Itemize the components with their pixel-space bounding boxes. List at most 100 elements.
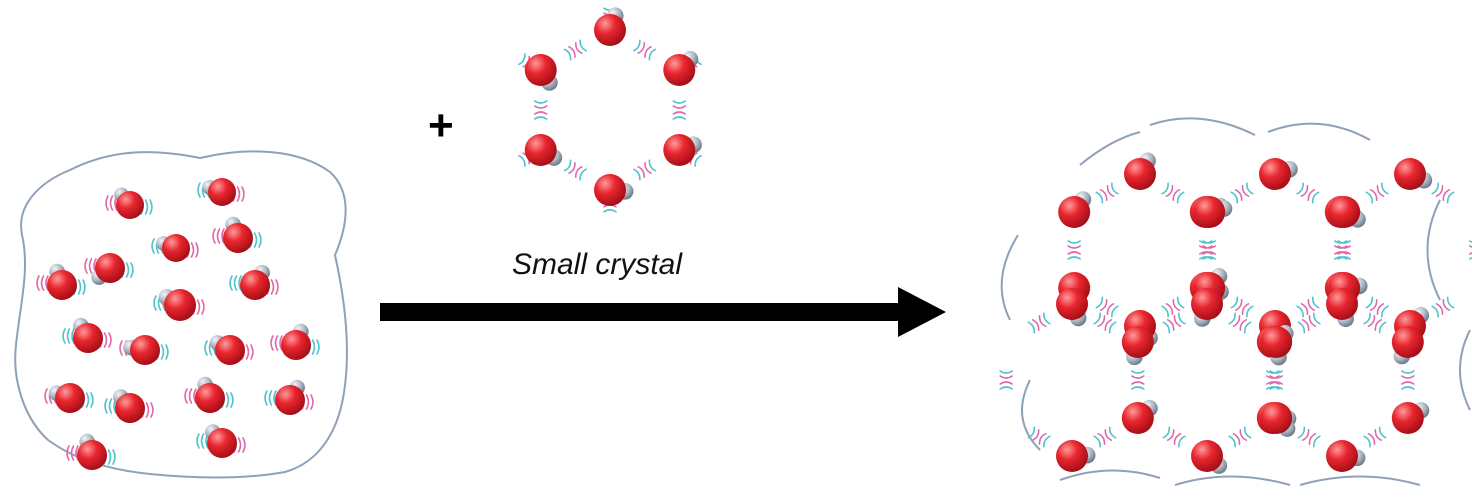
water-molecule <box>73 317 103 353</box>
oxygen-atom <box>1121 326 1154 358</box>
water-molecule <box>205 424 237 458</box>
hydrogen-bond <box>1296 182 1320 204</box>
oxygen-atom <box>1056 440 1088 472</box>
oxygen-atom <box>275 385 305 415</box>
vibration-marks <box>264 390 277 406</box>
water-molecule <box>594 7 626 46</box>
oxygen-atom <box>663 54 696 86</box>
oxygen-atom <box>594 174 626 206</box>
oxygen-atom <box>47 270 77 300</box>
water-molecule <box>1326 440 1366 472</box>
water-molecule <box>1193 196 1233 228</box>
vibration-marks <box>36 275 49 291</box>
hydrogen-bond <box>563 39 587 61</box>
hydrogen-bond <box>1269 370 1283 390</box>
oxygen-atom <box>73 323 103 353</box>
water-molecule <box>1394 158 1433 190</box>
oxygen-atom <box>1328 196 1361 228</box>
oxygen-atom <box>1124 158 1156 190</box>
hydrogen-bond <box>563 159 587 181</box>
water-molecule <box>77 433 107 470</box>
oxygen-atom <box>663 134 696 166</box>
water-molecule <box>1191 288 1223 327</box>
hydrogen-bond <box>999 370 1013 390</box>
water-molecule <box>123 335 160 365</box>
water-molecule <box>195 376 225 413</box>
hydrogen-bond <box>1067 240 1081 260</box>
lattice-boundary-arc <box>1021 379 1041 451</box>
oxygen-atom <box>1391 326 1424 358</box>
hydrogen-bond <box>633 39 657 61</box>
hydrogen-bond <box>1363 426 1387 448</box>
oxygen-atom <box>1260 326 1293 358</box>
water-molecule <box>113 389 145 423</box>
water-molecule <box>1326 288 1358 328</box>
hydrogen-bond <box>533 100 548 120</box>
oxygen-atom <box>1191 440 1223 472</box>
hydrogen-bond <box>1365 182 1389 204</box>
oxygen-atom <box>207 428 237 458</box>
hydrogen-bond <box>1027 426 1051 448</box>
lattice-boundary-arc <box>1426 199 1441 301</box>
hydrogen-bond <box>1337 240 1351 260</box>
liquid-outline <box>14 150 348 479</box>
hydrogen-bond <box>1202 240 1216 260</box>
oxygen-atom <box>1056 288 1088 320</box>
lattice-boundary-arc <box>1459 329 1471 411</box>
water-molecule <box>223 216 253 253</box>
hydrogen-bond <box>1431 296 1455 318</box>
water-molecule <box>663 50 699 86</box>
hydrogen-bond <box>1161 296 1185 318</box>
water-molecule <box>281 323 311 360</box>
water-molecule <box>202 178 236 206</box>
water-molecule <box>48 383 85 413</box>
liquid-water-cluster <box>36 178 320 470</box>
hydrogen-bond <box>1095 296 1119 318</box>
reaction-arrow <box>380 287 946 337</box>
lattice-boundary-arc <box>1079 131 1141 166</box>
oxygen-atom <box>1326 288 1358 320</box>
vibration-marks <box>184 388 197 404</box>
vibration-marks <box>62 328 75 344</box>
hydrogen-bond <box>1230 296 1254 318</box>
lattice-boundary-arc <box>1000 234 1019 321</box>
water-molecule <box>1391 402 1430 434</box>
water-molecule <box>1056 440 1096 472</box>
hydrogen-bond <box>1431 182 1455 204</box>
hydrogen-bond <box>1296 296 1320 318</box>
hydrogen-bond <box>1161 182 1185 204</box>
ice-lattice <box>999 152 1472 474</box>
oxygen-atom <box>95 253 125 283</box>
water-molecule <box>524 54 558 91</box>
water-molecule <box>594 174 634 206</box>
oxygen-atom <box>55 383 85 413</box>
seed-hexagon-crystal <box>518 7 702 213</box>
vibration-marks <box>270 335 283 351</box>
ice-lattice-outline <box>1000 117 1471 486</box>
hydrogen-bond <box>1401 370 1415 390</box>
water-molecule <box>156 234 190 262</box>
oxygen-atom <box>215 335 245 365</box>
oxygen-atom <box>1193 196 1226 228</box>
hydrogen-bond <box>1093 312 1117 334</box>
oxygen-atom <box>1260 402 1293 434</box>
oxygen-atom <box>594 14 626 46</box>
water-molecule <box>1124 152 1156 190</box>
vibration-marks <box>66 445 79 461</box>
oxygen-atom <box>1394 158 1426 190</box>
oxygen-atom <box>77 440 107 470</box>
oxygen-atom <box>524 54 557 86</box>
water-molecule <box>663 134 702 166</box>
water-molecule <box>1056 288 1088 327</box>
water-molecule <box>158 289 196 321</box>
vibration-marks <box>229 275 242 291</box>
hydrogen-bond <box>1297 312 1321 334</box>
hydrogen-bond <box>1230 182 1254 204</box>
water-molecule <box>1121 399 1158 434</box>
hydrogen-bond <box>1365 296 1389 318</box>
water-molecule <box>1260 326 1293 366</box>
oxygen-atom <box>130 335 160 365</box>
water-molecule <box>1391 326 1424 365</box>
water-molecule <box>91 253 125 285</box>
water-molecule <box>1259 158 1298 190</box>
